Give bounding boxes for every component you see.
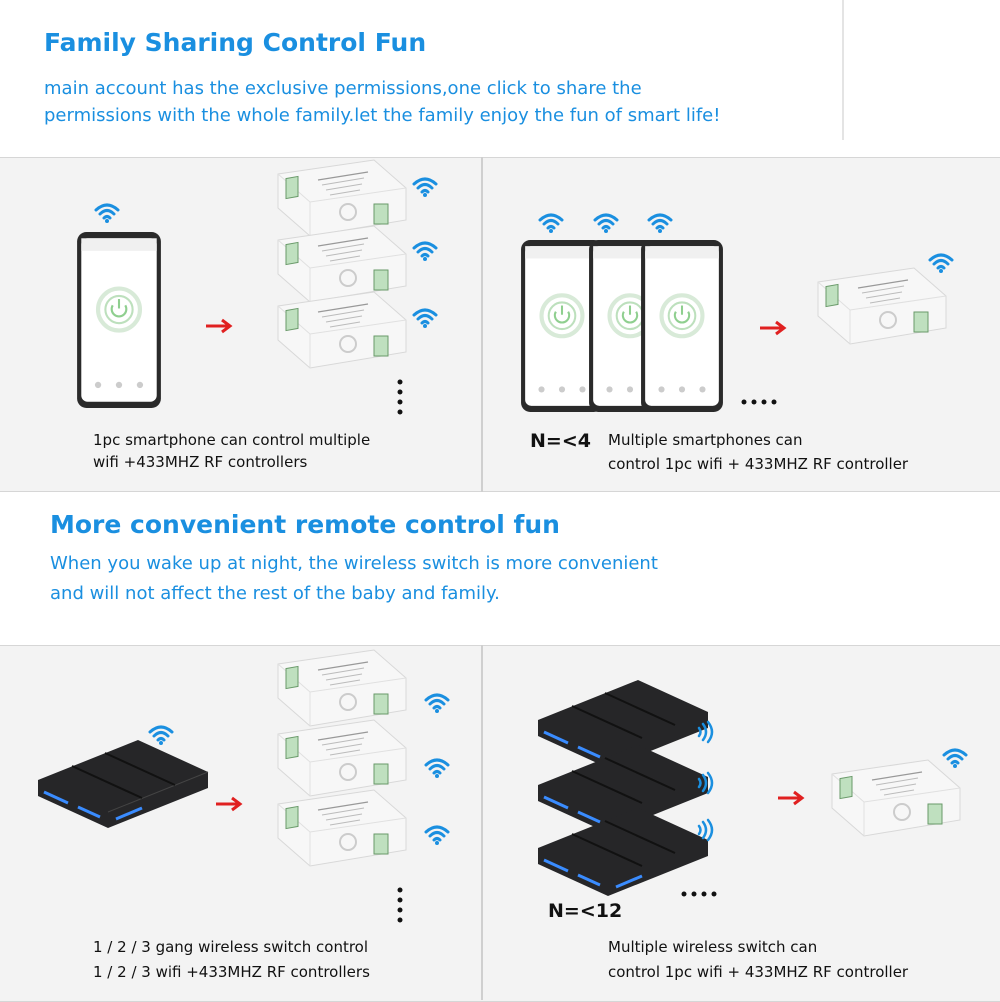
panel1-left-caption-line1: 1pc smartphone can control multiple <box>93 431 371 449</box>
panel2-right-caption-line2: control 1pc wifi + 433MHZ RF controller <box>608 963 909 981</box>
rf-controller-image <box>277 159 407 237</box>
panel2-left-caption-line1: 1 / 2 / 3 gang wireless switch control <box>93 938 369 956</box>
panel2-right-count: N=<12 <box>548 900 623 922</box>
wifi-icon <box>928 253 954 275</box>
panel1-left-caption-line2: wifi +433MHZ RF controllers <box>93 453 308 471</box>
section1-desc-line2: permissions with the whole family.let th… <box>44 105 721 126</box>
signal-icon <box>697 720 714 744</box>
rf-controller-image <box>277 649 407 727</box>
more-dots-icon <box>397 379 403 415</box>
rf-controller-image <box>277 291 407 369</box>
wifi-icon <box>538 213 564 235</box>
wifi-icon <box>412 308 438 330</box>
signal-icon <box>697 771 714 795</box>
panel1-right-count: N=<4 <box>530 430 591 452</box>
smartphone-image <box>75 232 163 408</box>
wifi-icon <box>942 748 968 770</box>
more-dots-icon <box>741 399 777 405</box>
arrow-right-icon <box>758 320 786 336</box>
panel1-right-caption-line1: Multiple smartphones can <box>608 431 803 449</box>
wifi-icon <box>412 241 438 263</box>
panel2-divider <box>481 645 483 1000</box>
panel2 <box>0 645 1000 1002</box>
rf-controller-image <box>817 267 947 345</box>
wifi-icon <box>424 758 450 780</box>
wifi-icon <box>94 203 120 225</box>
panel1-right-caption-line2: control 1pc wifi + 433MHZ RF controller <box>608 455 909 473</box>
section1-desc-line1: main account has the exclusive permissio… <box>44 78 642 99</box>
header-divider <box>842 0 844 140</box>
section2-desc-line2: and will not affect the rest of the baby… <box>50 583 500 604</box>
panel2-right-caption-line1: Multiple wireless switch can <box>608 938 818 956</box>
rf-controller-image <box>277 719 407 797</box>
wifi-icon <box>412 177 438 199</box>
more-dots-icon <box>397 887 403 923</box>
signal-icon <box>697 818 714 842</box>
section1-title: Family Sharing Control Fun <box>44 28 427 57</box>
arrow-right-icon <box>214 796 242 812</box>
smartphone-image <box>640 240 724 412</box>
wifi-icon <box>424 825 450 847</box>
rf-controller-image <box>277 225 407 303</box>
panel1-divider <box>481 157 483 492</box>
rf-controller-image <box>831 759 961 837</box>
arrow-right-icon <box>204 318 232 334</box>
wireless-switch-image <box>538 808 708 896</box>
section2-title: More convenient remote control fun <box>50 510 560 539</box>
section2-desc-line1: When you wake up at night, the wireless … <box>50 553 658 574</box>
wifi-icon <box>593 213 619 235</box>
wireless-switch-image <box>38 740 209 828</box>
wireless-switch-image <box>538 745 708 833</box>
panel2-left-caption-line2: 1 / 2 / 3 wifi +433MHZ RF controllers <box>93 963 370 981</box>
wifi-icon <box>647 213 673 235</box>
arrow-right-icon <box>776 790 804 806</box>
more-dots-icon <box>681 891 717 897</box>
rf-controller-image <box>277 789 407 867</box>
wifi-icon <box>424 693 450 715</box>
